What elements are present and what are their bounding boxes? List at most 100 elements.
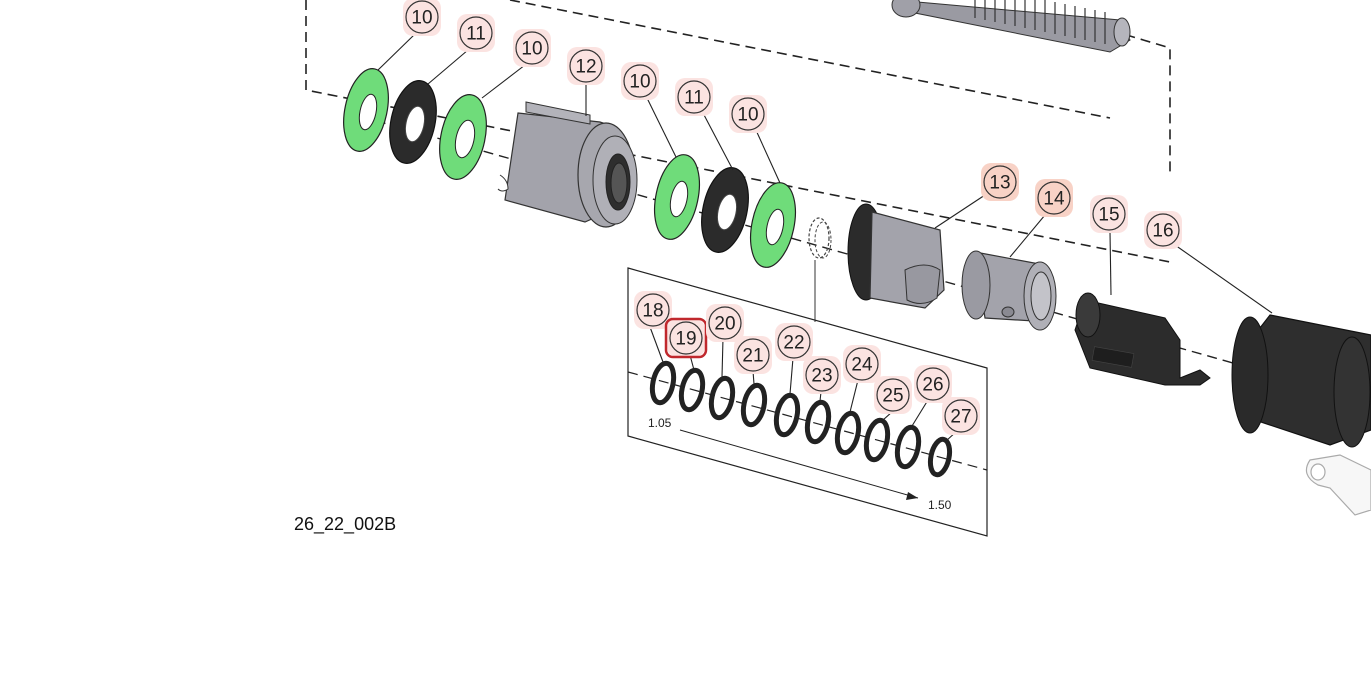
callout-label: 23 xyxy=(811,366,832,387)
o-ring-19[interactable] xyxy=(678,367,706,413)
callout-circle xyxy=(669,321,703,355)
part-actuator[interactable] xyxy=(1074,292,1211,386)
callout-halo xyxy=(942,397,980,435)
part-sleeve[interactable] xyxy=(497,101,638,228)
callout-halo xyxy=(1035,179,1073,217)
part-cylinder[interactable] xyxy=(961,250,1057,331)
callout-label: 21 xyxy=(742,346,763,367)
callout-27[interactable]: 27 xyxy=(942,397,980,435)
part-bolt[interactable] xyxy=(891,0,1131,53)
o-ring-set xyxy=(649,360,953,478)
callout-halo xyxy=(1144,211,1182,249)
callout-halo xyxy=(667,319,705,357)
callout-label: 10 xyxy=(737,105,758,126)
callout-halo xyxy=(775,323,813,361)
callout-label: 25 xyxy=(882,386,903,407)
callout-label: 19 xyxy=(675,329,696,350)
callout-22[interactable]: 22 xyxy=(775,323,813,361)
callout-23[interactable]: 23 xyxy=(803,356,841,394)
part-washer-green-1[interactable] xyxy=(337,65,396,156)
callout-15[interactable]: 15 xyxy=(1090,195,1128,233)
callout-circle xyxy=(623,64,657,98)
callout-16[interactable]: 16 xyxy=(1144,211,1182,249)
callout-10[interactable]: 10 xyxy=(621,62,659,100)
part-spring-clip[interactable] xyxy=(808,217,832,259)
callout-halo xyxy=(981,163,1019,201)
o-ring-25[interactable] xyxy=(863,417,891,463)
callout-halo xyxy=(874,376,912,414)
callout-12[interactable]: 12 xyxy=(567,47,605,85)
callout-25[interactable]: 25 xyxy=(874,376,912,414)
callout-circle xyxy=(1037,181,1071,215)
figure-id-label: 26_22_002B xyxy=(294,514,397,534)
callout-label: 11 xyxy=(684,88,704,109)
callout-label: 12 xyxy=(575,57,596,78)
callout-label: 27 xyxy=(950,407,971,428)
callout-label: 15 xyxy=(1098,205,1119,226)
callout-halo xyxy=(1090,195,1128,233)
callout-11[interactable]: 11 xyxy=(675,78,713,116)
part-washer-black-2[interactable] xyxy=(695,163,756,256)
callout-26[interactable]: 26 xyxy=(914,365,952,403)
callout-circle xyxy=(1092,197,1126,231)
callout-label: 26 xyxy=(922,375,943,396)
o-ring-21[interactable] xyxy=(740,382,768,428)
callout-circle xyxy=(805,358,839,392)
part-cover-cylinder[interactable] xyxy=(1231,314,1371,448)
callout-24[interactable]: 24 xyxy=(843,345,881,383)
dim-start-label: 1.05 xyxy=(648,416,672,430)
callout-halo xyxy=(914,365,952,403)
o-ring-20[interactable] xyxy=(708,375,736,421)
callout-halo xyxy=(634,291,672,329)
dim-end-label: 1.50 xyxy=(928,498,952,512)
part-bracket-outline xyxy=(1305,454,1371,516)
callout-halo xyxy=(803,356,841,394)
selection-highlight-box xyxy=(664,317,708,359)
callout-circle xyxy=(876,378,910,412)
callout-halo xyxy=(403,0,441,36)
callout-circle xyxy=(731,97,765,131)
callout-halo xyxy=(675,78,713,116)
o-ring-24[interactable] xyxy=(834,410,862,456)
part-housing[interactable] xyxy=(847,203,945,309)
part-washer-black-1[interactable] xyxy=(383,76,444,167)
callout-halo xyxy=(843,345,881,383)
callout-20[interactable]: 20 xyxy=(706,304,744,342)
callout-circle xyxy=(736,338,770,372)
callout-circle xyxy=(459,16,493,50)
callout-circle xyxy=(405,0,439,34)
o-ring-23[interactable] xyxy=(804,399,832,445)
callout-halo xyxy=(734,336,772,374)
callout-13[interactable]: 13 xyxy=(981,163,1019,201)
callout-label: 20 xyxy=(714,314,735,335)
callout-label: 11 xyxy=(466,24,486,45)
callout-circle xyxy=(916,367,950,401)
callout-19[interactable]: 19 xyxy=(664,317,708,359)
o-ring-27[interactable] xyxy=(927,436,953,478)
callout-halo xyxy=(621,62,659,100)
o-ring-18[interactable] xyxy=(649,360,677,406)
callout-label: 10 xyxy=(521,39,542,60)
callout-label: 24 xyxy=(851,355,873,376)
callout-halo xyxy=(706,304,744,342)
callout-11[interactable]: 11 xyxy=(457,14,495,52)
callout-10[interactable]: 10 xyxy=(729,95,767,133)
callout-14[interactable]: 14 xyxy=(1035,179,1073,217)
callout-10[interactable]: 10 xyxy=(403,0,441,36)
callout-label: 13 xyxy=(989,173,1010,194)
part-washer-green-2[interactable] xyxy=(433,90,494,183)
callout-10[interactable]: 10 xyxy=(513,29,551,67)
callout-21[interactable]: 21 xyxy=(734,336,772,374)
o-ring-inset-box: 1.05 1.50 xyxy=(627,267,988,537)
callout-18[interactable]: 18 xyxy=(634,291,672,329)
callout-halo xyxy=(729,95,767,133)
callout-label: 14 xyxy=(1043,189,1065,210)
o-ring-26[interactable] xyxy=(894,424,922,470)
o-ring-22[interactable] xyxy=(773,392,801,438)
callout-label: 18 xyxy=(642,301,663,322)
part-washer-green-4[interactable] xyxy=(744,179,803,272)
part-washer-green-3[interactable] xyxy=(648,151,707,244)
callout-halo xyxy=(567,47,605,85)
callout-label: 16 xyxy=(1152,221,1173,242)
